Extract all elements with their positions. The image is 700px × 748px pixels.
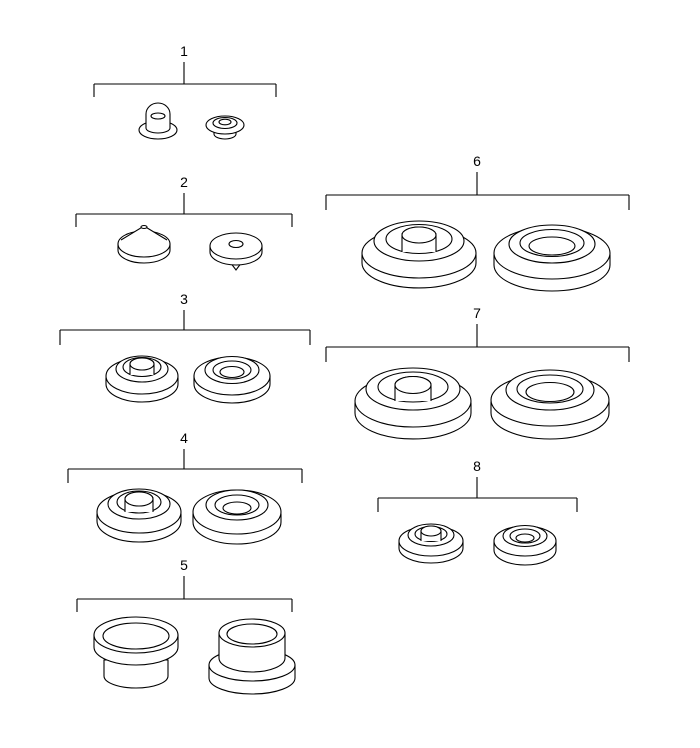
group-8: 8 [377,458,578,566]
group-3-bracket [59,310,311,345]
grommet-closed-part [490,369,610,440]
grommet-closed-part [193,355,271,404]
disc-plug-cone-part [117,224,171,264]
ring-plug-large-part [93,616,179,689]
grommet-open-part [96,488,182,543]
group-4: 4 [67,430,303,545]
group-2: 2 [75,174,293,271]
group-7: 7 [325,305,630,440]
grommet-open-part [105,355,179,403]
group-8-bracket [377,477,578,512]
grommet-open-part [354,367,472,440]
group-2-number: 2 [180,174,188,190]
grommet-open-part [361,220,477,289]
group-6-bracket [325,172,630,210]
group-6: 6 [325,153,630,292]
grommet-small-part [205,115,245,140]
plug-cap-part [138,102,178,140]
group-4-bracket [67,449,303,483]
group-1-number: 1 [180,43,188,59]
grommet-closed-part [493,224,611,292]
group-8-number: 8 [473,458,481,474]
group-5-number: 5 [180,557,188,573]
group-1-bracket [93,62,277,97]
disc-plug-flat-part [209,232,263,271]
group-6-number: 6 [473,153,481,169]
group-1: 1 [93,43,277,140]
group-5-bracket [76,576,293,612]
grommet-open-part [398,523,464,564]
group-7-number: 7 [473,305,481,321]
group-4-number: 4 [180,430,188,446]
ring-plug-flanged-part [208,618,296,695]
grommet-closed-part [192,489,282,545]
group-3-number: 3 [180,291,188,307]
group-2-bracket [75,193,293,227]
group-3: 3 [59,291,311,404]
group-5: 5 [76,557,296,695]
group-7-bracket [325,324,630,362]
grommet-closed-part [493,524,557,566]
